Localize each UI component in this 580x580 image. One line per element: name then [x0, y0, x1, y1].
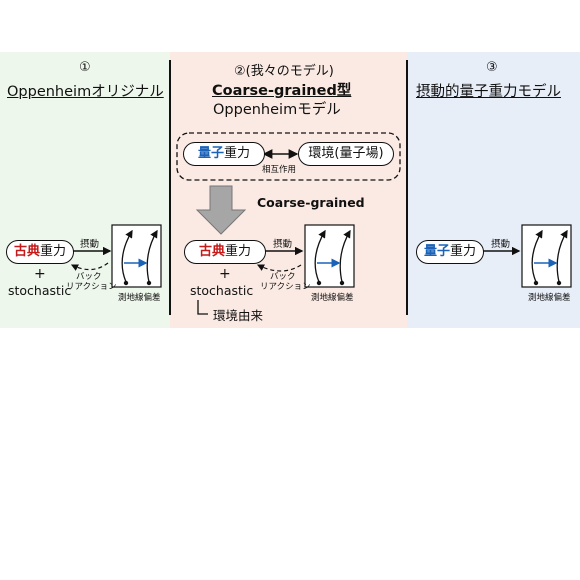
panel3-number: ③	[486, 60, 498, 75]
geodesic-box-3	[521, 224, 572, 288]
backreaction-curve-1	[70, 262, 109, 271]
panel2-title-line2: Oppenheimモデル	[213, 102, 341, 118]
backreaction-label-1a: バック	[76, 272, 102, 282]
gravity-label-3: 重力	[450, 244, 477, 259]
panel3-title: 摂動的量子重力モデル	[416, 84, 561, 100]
coarse-grained-arrow	[195, 185, 247, 235]
quantum-gravity-pill-3: 量子重力	[416, 240, 484, 264]
panel2-number: ②(我々のモデル)	[234, 64, 334, 79]
stochastic-label-1: stochastic	[8, 283, 72, 298]
stochastic-label-2: stochastic	[190, 283, 254, 298]
perturb-label-1: 摂動	[80, 239, 100, 250]
gravity-label-1: 重力	[40, 244, 67, 259]
backreaction-label-2b: リアクション	[260, 282, 311, 292]
coarse-grained-label: Coarse-grained	[257, 195, 365, 210]
backreaction-label-1b: リアクション	[66, 282, 117, 292]
panel1-number: ①	[79, 60, 91, 75]
classical-gravity-pill-1: 古典重力	[6, 240, 74, 264]
classical-label-2: 古典	[198, 244, 225, 259]
geodesic-box-1	[111, 224, 162, 288]
perturb-label-2: 摂動	[273, 239, 293, 250]
panel1-title: Oppenheimオリジナル	[7, 84, 164, 100]
geodesic-label-3: 測地線偏差	[528, 293, 571, 303]
quantum-label-3: 量子	[423, 244, 450, 259]
quantum-label-2: 量子	[197, 146, 224, 161]
gravity-label-2a: 重力	[224, 146, 251, 161]
panel2-title-line1: Coarse-grained型	[212, 83, 352, 99]
gravity-label-2b: 重力	[225, 244, 252, 259]
backreaction-curve-2	[256, 264, 302, 272]
plus-sign-1: +	[34, 266, 46, 282]
quantum-system-group-box	[176, 132, 401, 181]
classical-gravity-pill-2: 古典重力	[184, 240, 266, 264]
classical-label-1: 古典	[13, 244, 40, 259]
panel-divider-left	[169, 60, 171, 315]
geodesic-box-2	[304, 224, 355, 288]
perturb-label-3: 摂動	[491, 239, 511, 250]
panel-divider-right	[406, 60, 408, 315]
environment-pill: 環境(量子場)	[298, 142, 394, 166]
quantum-gravity-pill-2: 量子重力	[183, 142, 265, 166]
origin-bracket	[197, 300, 208, 315]
plus-sign-2: +	[219, 266, 231, 282]
interaction-label: 相互作用	[262, 165, 297, 175]
backreaction-label-2a: バック	[270, 272, 296, 282]
geodesic-label-2: 測地線偏差	[311, 293, 354, 303]
geodesic-label-1: 測地線偏差	[118, 293, 161, 303]
environment-origin-label: 環境由来	[213, 308, 264, 323]
